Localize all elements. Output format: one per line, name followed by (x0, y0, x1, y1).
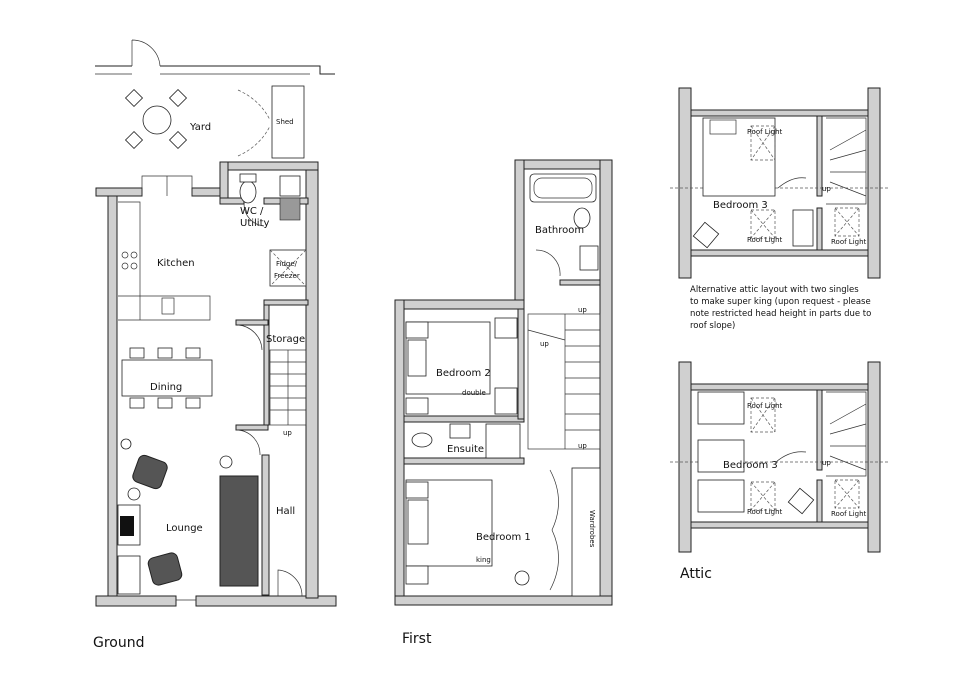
room-label-hall: Hall (276, 506, 295, 517)
sofa (219, 475, 259, 587)
yard-table (142, 105, 172, 135)
svg-text:note restricted head height in: note restricted head height in parts due… (690, 309, 871, 319)
roof-light (834, 207, 860, 237)
svg-text:up: up (540, 340, 549, 348)
svg-text:Alternative attic layout with: Alternative attic layout with two single… (690, 285, 859, 295)
room-label-fridge: Fidge/ (276, 260, 298, 268)
roof-light (750, 397, 776, 433)
svg-text:up: up (578, 442, 587, 450)
roof-light (750, 481, 776, 511)
svg-text:Roof Light: Roof Light (747, 402, 783, 410)
svg-text:double: double (462, 389, 486, 397)
roof-light (750, 125, 776, 161)
attic-stairs: up (822, 391, 867, 477)
room-label-bedroom-3-alt: Bedroom 3 (723, 460, 778, 471)
svg-text:Roof Light: Roof Light (747, 128, 783, 136)
attic-layout-2: Roof Light Bedroom 3 Roof Light Roof Lig… (670, 361, 890, 582)
svg-text:Freezer: Freezer (274, 272, 300, 280)
svg-text:up: up (283, 429, 292, 437)
room-label-bedroom-3: Bedroom 3 (713, 200, 768, 211)
yard-fence (95, 65, 335, 75)
svg-text:Roof Light: Roof Light (831, 510, 867, 518)
svg-text:Roof Light: Roof Light (831, 238, 867, 246)
attic-layout-1: Roof Light Bedroom 3 Roof Light Roof Lig… (670, 87, 890, 279)
armchair (147, 552, 183, 586)
fireplace (120, 516, 134, 536)
label-wardrobes: Wardrobes (588, 510, 596, 548)
attic-note: Alternative attic layout with two single… (690, 285, 871, 331)
wardrobes (571, 467, 601, 597)
shed (271, 85, 305, 159)
ground-floor-plan: Yard Shed Kitchen WC / Utilit (93, 39, 337, 651)
svg-text:up: up (822, 459, 831, 467)
room-label-wc: WC / (240, 206, 264, 217)
svg-text:Roof Light: Roof Light (747, 236, 783, 244)
room-label-bedroom-2: Bedroom 2 (436, 368, 491, 379)
svg-text:up: up (822, 185, 831, 193)
room-label-bedroom-1: Bedroom 1 (476, 532, 531, 543)
single-bed (697, 391, 745, 425)
room-label-utility: Utility (240, 218, 269, 229)
first-floor-plan: Bathroom up up up Bedroom 2 double Ensui… (394, 159, 613, 647)
room-label-kitchen: Kitchen (157, 258, 195, 269)
svg-text:Roof Light: Roof Light (747, 508, 783, 516)
room-label-ensuite: Ensuite (447, 444, 484, 455)
single-bed (697, 479, 745, 513)
bathtub (529, 173, 597, 203)
floor-title-attic: Attic (680, 566, 712, 582)
dining-table (121, 359, 213, 397)
svg-text:king: king (476, 556, 491, 564)
room-label-bathroom: Bathroom (535, 225, 584, 236)
svg-text:up: up (578, 306, 587, 314)
floor-title-first: First (402, 631, 432, 647)
roof-light (750, 209, 776, 239)
room-label-lounge: Lounge (166, 523, 203, 534)
double-bed (702, 117, 776, 197)
room-label-yard: Yard (189, 122, 211, 133)
single-bed (697, 439, 745, 473)
yard-gate (131, 39, 161, 67)
attic-stairs: up (822, 117, 867, 205)
room-label-dining: Dining (150, 382, 182, 393)
room-label-shed: Shed (276, 118, 294, 126)
floor-title-ground: Ground (93, 635, 145, 651)
first-stairs: up up up (527, 306, 601, 450)
room-label-storage: Storage (266, 334, 305, 345)
armchair (132, 454, 168, 490)
svg-text:to make super king (upon reque: to make super king (upon request - pleas… (690, 297, 871, 307)
roof-light (834, 479, 860, 509)
svg-text:roof slope): roof slope) (690, 321, 735, 331)
ground-stairs: up (269, 349, 307, 437)
